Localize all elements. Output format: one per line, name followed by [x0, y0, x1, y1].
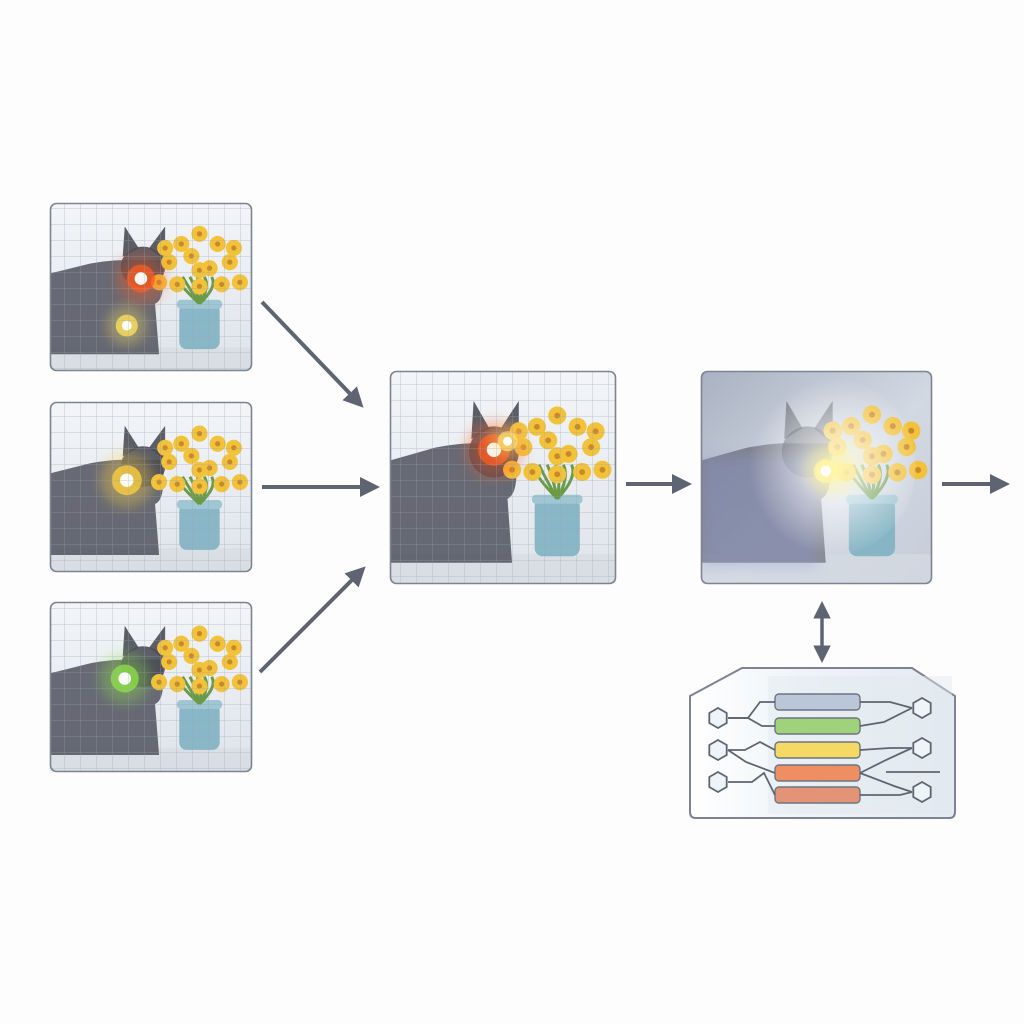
- module-layer-bar: [774, 717, 861, 735]
- input-node-icon: [708, 770, 728, 794]
- grid-overlay: [50, 402, 252, 572]
- connection-wire: [728, 740, 776, 751]
- output-node-icon: [912, 696, 932, 720]
- panel-content: [50, 203, 252, 371]
- grid-overlay: [390, 371, 616, 584]
- panel-content: [50, 402, 252, 572]
- grid-overlay: [50, 602, 252, 772]
- panel-frame: [49, 601, 253, 773]
- connection-wire: [859, 707, 913, 727]
- connection-wire: [727, 749, 776, 774]
- attention-core: [820, 465, 832, 477]
- arrow-input1-to-merge: [260, 300, 364, 408]
- output-image-panel: [700, 370, 933, 585]
- grid-overlay: [50, 203, 252, 371]
- panel-content: [50, 602, 252, 772]
- connection-wire: [859, 747, 913, 774]
- panel-frame: [49, 202, 253, 372]
- panel-frame: [49, 401, 253, 573]
- input-node-icon: [708, 738, 728, 762]
- flower-center: [915, 467, 922, 474]
- output-node-icon: [912, 780, 932, 804]
- connection-wire: [860, 791, 913, 796]
- merged-attention-panel: [389, 370, 617, 585]
- panel-frame: [389, 370, 617, 585]
- module-layer-bar: [774, 741, 861, 759]
- arrow-input3-to-merge: [258, 566, 366, 674]
- output-node-icon: [912, 736, 932, 760]
- panel-content: [701, 371, 932, 584]
- input-node-icon: [708, 706, 728, 730]
- connection-wire: [859, 772, 913, 793]
- input-image-panel-3: [49, 601, 253, 773]
- panel-frame: [700, 370, 933, 585]
- input-image-panel-1: [49, 202, 253, 372]
- connection-wire: [728, 771, 776, 796]
- connection-wire: [860, 701, 913, 709]
- module-layer-bar: [774, 693, 861, 711]
- input-image-panel-2: [49, 401, 253, 573]
- connection-wire: [728, 717, 775, 727]
- panel-content: [390, 371, 616, 584]
- module-schematic: [689, 667, 956, 819]
- flower-center: [908, 427, 915, 434]
- module-layer-bar: [774, 786, 861, 804]
- module-layer-bar: [774, 764, 861, 782]
- connection-wire: [859, 747, 912, 751]
